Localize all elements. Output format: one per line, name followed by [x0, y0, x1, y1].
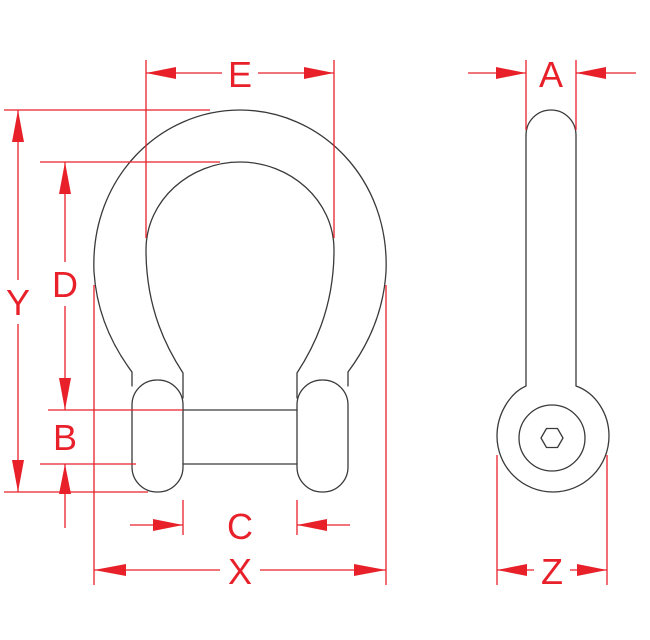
bow-outer-outline: [93, 109, 387, 387]
label-d: D: [52, 264, 78, 305]
dimension-x: X: [94, 551, 386, 592]
hex-socket-icon: [540, 427, 564, 449]
label-y: Y: [6, 282, 30, 323]
label-c: C: [227, 506, 253, 547]
dimension-c: C: [130, 506, 350, 547]
label-b: B: [53, 417, 77, 458]
shackle-front-view: [93, 109, 387, 493]
left-ear-outline: [131, 379, 184, 493]
extension-lines: [4, 60, 608, 585]
dimension-b: B: [53, 417, 77, 528]
dimension-d: D: [52, 162, 78, 410]
dimension-a: A: [468, 54, 636, 95]
dimension-z: Z: [497, 551, 607, 592]
shackle-side-view: [496, 109, 610, 493]
label-z: Z: [541, 551, 563, 592]
dimension-y: Y: [6, 110, 30, 492]
bow-inner-outline: [145, 161, 335, 399]
label-a: A: [539, 54, 563, 95]
bolt-head-circle: [518, 404, 586, 472]
right-ear-outline: [296, 379, 349, 493]
label-x: X: [228, 551, 252, 592]
side-body-outline: [496, 109, 610, 493]
dimension-e: E: [146, 54, 334, 95]
label-e: E: [228, 54, 252, 95]
